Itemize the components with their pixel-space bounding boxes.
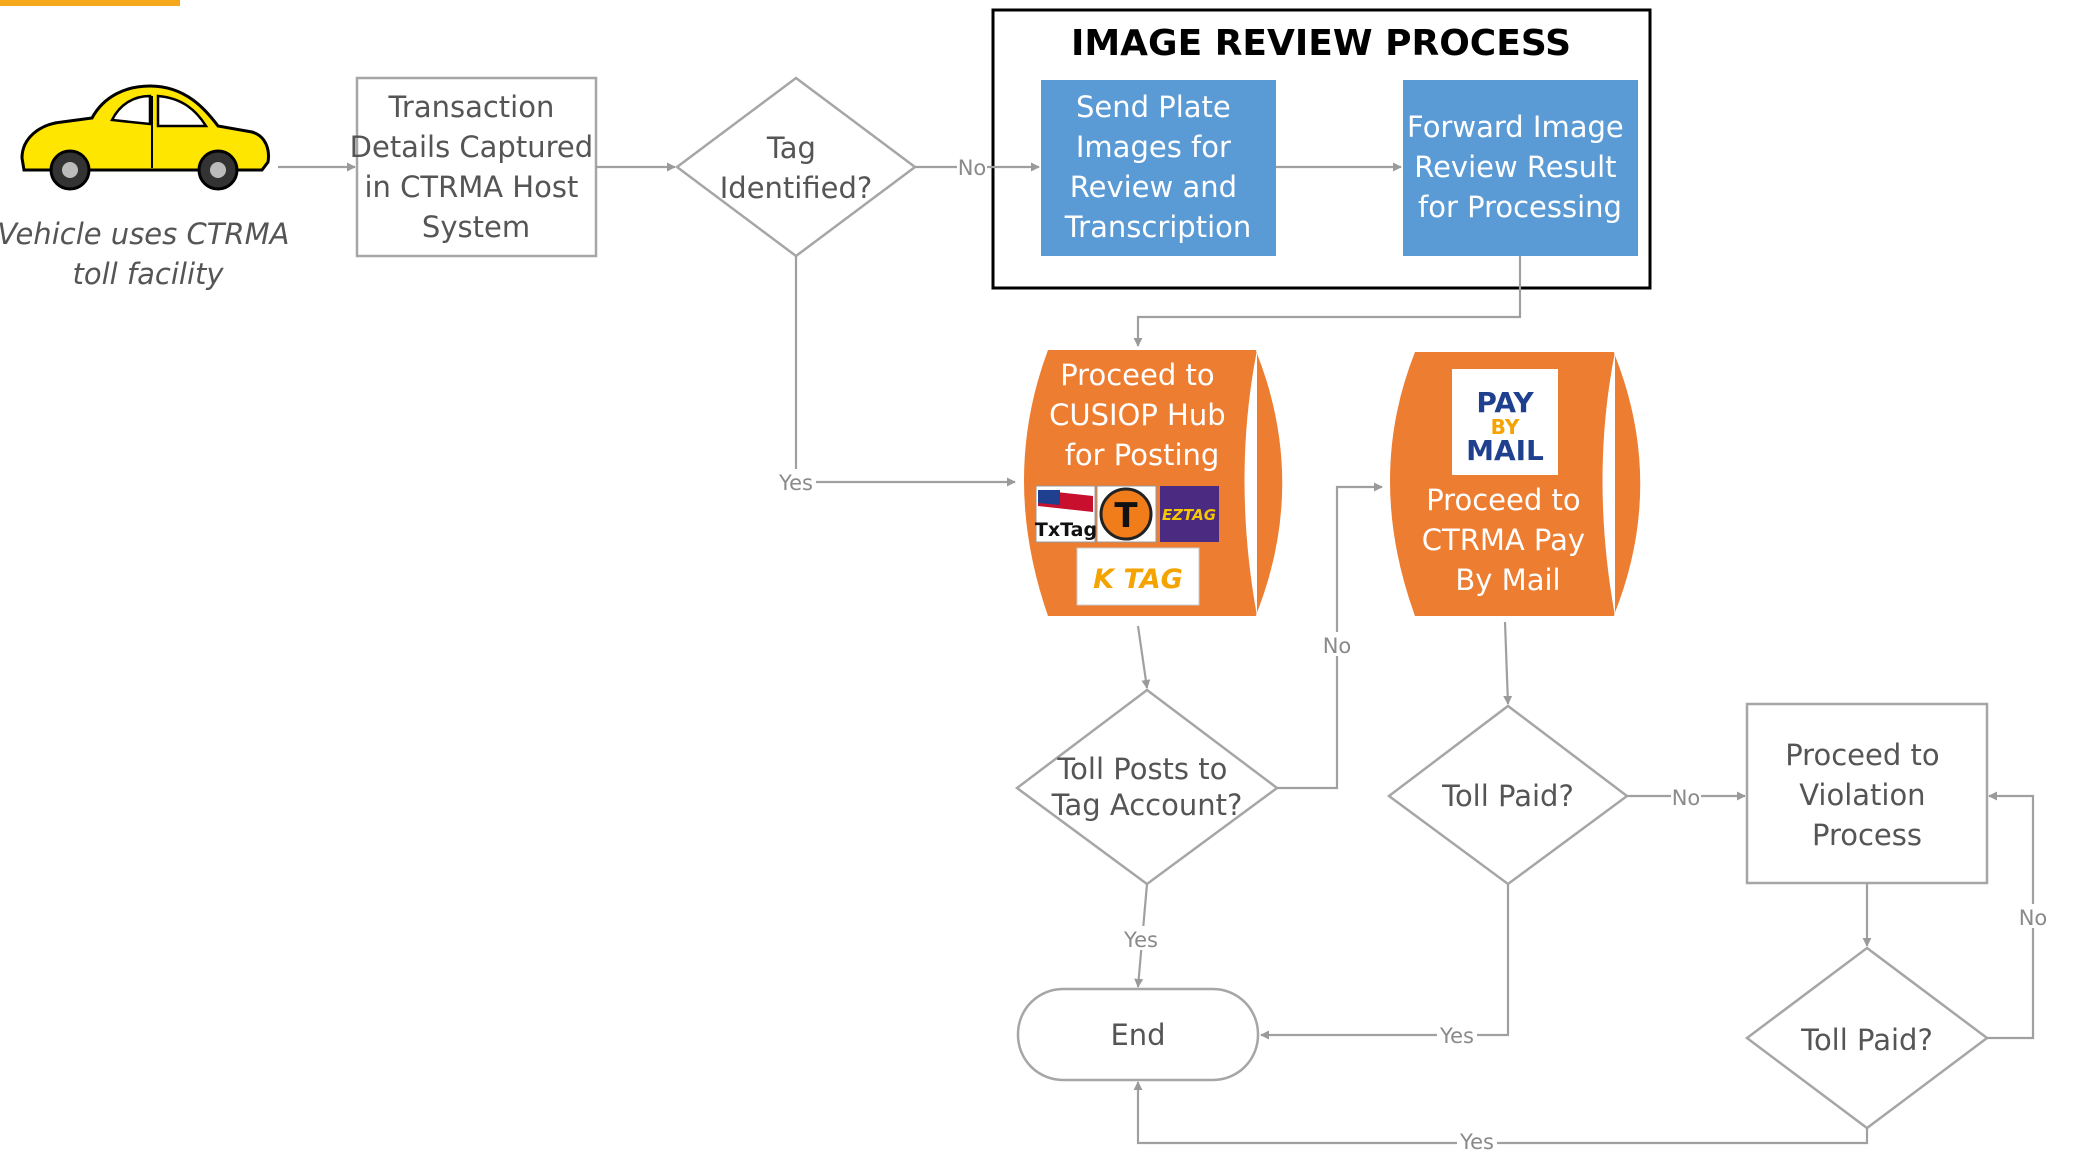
edge-tollpaid-yes-to-end (1260, 884, 1510, 1040)
transaction-capture-label: Transaction Details Captured in CTRMA Ho… (350, 90, 603, 244)
end-terminator (1016, 987, 1260, 1082)
edge-label-bg (1322, 632, 1352, 656)
node-text-line: Transaction (387, 90, 554, 124)
start-caption: Vehicle uses CTRMA toll facility (0, 217, 299, 291)
node-text-line: Proceed to (1060, 358, 1214, 392)
violation-process-box (1745, 702, 1989, 885)
edge-label-bg (2018, 904, 2048, 928)
edge-label-bg (1671, 784, 1701, 808)
toll-posts-decision (1014, 688, 1280, 886)
node-text-line: for Posting (1065, 438, 1220, 472)
start-caption-line: Vehicle uses CTRMA (0, 217, 289, 251)
node-text-line: Forward Image (1407, 110, 1624, 144)
node-text-line: Identified? (720, 171, 873, 205)
edge-forward-to-cusiop (1133, 256, 1522, 347)
node-text-line: Toll Posts to (1056, 752, 1227, 786)
edge-label-bg (957, 154, 987, 178)
orange-header-bar (0, 0, 180, 6)
svg-text:BY: BY (1491, 415, 1520, 439)
eztag-logo: EZTAG (1160, 486, 1219, 542)
txtag-logo: TxTag (1035, 485, 1097, 543)
edge-label-tollpaid2-yes: Yes (1459, 1130, 1494, 1151)
node-text-line: Details Captured (350, 130, 593, 164)
edge-label-bg (1121, 926, 1161, 950)
edge-label-bg (776, 469, 816, 493)
edge-label-tag-yes: Yes (778, 471, 813, 495)
node-text-line: Proceed to (1426, 483, 1580, 517)
yellow-car-icon (20, 84, 270, 191)
node-text-line: Transcription (1064, 210, 1252, 244)
node-text-line: Violation (1799, 778, 1925, 812)
node-text-line: Images for (1076, 130, 1231, 164)
node-text-line: System (422, 210, 530, 244)
pay-by-mail-storage-edge (1613, 351, 1643, 617)
node-text-line: Process (1812, 818, 1922, 852)
node-text-line: in CTRMA Host (364, 170, 578, 204)
toll-paid-label-2: Toll Paid? (1800, 1023, 1933, 1057)
pay-by-mail-logo: PAY BY MAIL (1452, 369, 1558, 475)
node-text-line: Tag Account? (1051, 788, 1243, 822)
ktag-logo: K TAG (1076, 547, 1200, 606)
edge-label-bg (1437, 1022, 1477, 1046)
node-text-line: CUSIOP Hub (1049, 398, 1226, 432)
svg-text:TxTag: TxTag (1035, 519, 1097, 541)
end-label: End (1110, 1018, 1165, 1052)
pay-by-mail-storage (1390, 352, 1615, 616)
violation-process-label: Proceed to Violation Process (1785, 738, 1949, 852)
svg-text:MAIL: MAIL (1466, 434, 1544, 467)
send-plate-images-box (1041, 80, 1276, 256)
node-text-line: CTRMA Pay (1422, 523, 1585, 557)
node-text-line: for Processing (1418, 190, 1622, 224)
edge-label-tag-no: No (958, 156, 987, 180)
edge-label-tollposts-no: No (1323, 634, 1352, 658)
edge-label-tollposts-yes: Yes (1123, 928, 1158, 952)
start-caption-line: toll facility (72, 257, 224, 291)
node-text-line: Send Plate (1076, 90, 1231, 124)
transaction-capture-box (355, 76, 598, 258)
edge-label-tollpaid-yes: Yes (1439, 1024, 1474, 1048)
edge-cusiop-to-tollposts (1136, 625, 1151, 689)
edge-tollpaid2-yes-to-end (1133, 1081, 1869, 1145)
node-text-line: Tag (766, 131, 816, 165)
send-plate-images-label: Send Plate Images for Review and Transcr… (1064, 90, 1252, 244)
node-text-line: Proceed to (1785, 738, 1939, 772)
node-text-line: By Mail (1455, 563, 1560, 597)
toll-posts-label: Toll Posts to Tag Account? (1051, 752, 1243, 822)
node-text-line: Review and (1070, 170, 1237, 204)
edge-label-tollpaid-no: No (1672, 786, 1701, 810)
pay-by-mail-label: Proceed to CTRMA Pay By Mail (1422, 483, 1595, 597)
svg-text:K TAG: K TAG (1093, 564, 1183, 595)
edge-paybymail-to-tollpaid (1503, 621, 1513, 705)
cusiop-hub-storage-edge (1255, 349, 1285, 617)
toll-paid-label-1: Toll Paid? (1441, 779, 1574, 813)
tag-identified-label: Tag Identified? (720, 131, 873, 205)
edge-label-tollpaid2-no: No (2019, 906, 2048, 930)
svg-text:EZTAG: EZTAG (1162, 506, 1216, 524)
forward-result-label: Forward Image Review Result for Processi… (1407, 110, 1633, 224)
tag-identified-decision (674, 76, 918, 258)
tolltag-logo: T (1096, 485, 1157, 543)
svg-text:T: T (1114, 496, 1138, 536)
edge-label-bg (1457, 1131, 1497, 1151)
cusiop-hub-label: Proceed to CUSIOP Hub for Posting (1049, 358, 1235, 472)
edge-tag-yes-to-cusiop (794, 256, 1016, 487)
node-text-line: Review Result (1414, 150, 1616, 184)
forward-result-box (1403, 80, 1638, 256)
svg-text:PAY: PAY (1476, 386, 1534, 419)
image-review-title: IMAGE REVIEW PROCESS (1071, 23, 1571, 64)
